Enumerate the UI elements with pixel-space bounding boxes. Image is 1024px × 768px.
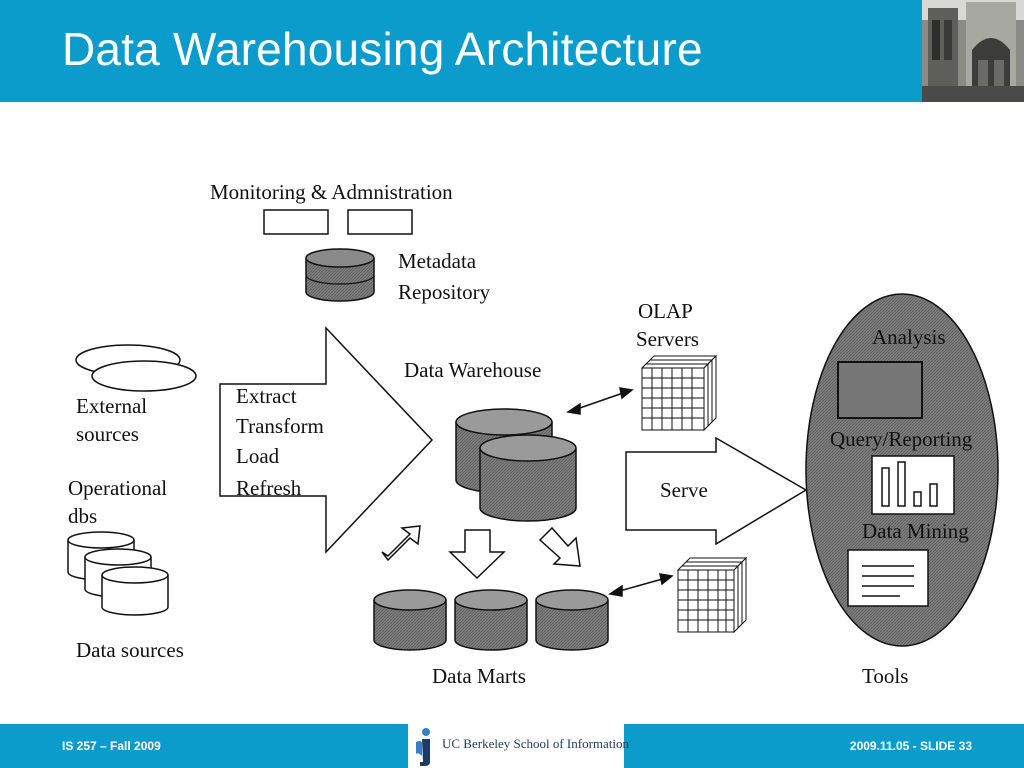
analysis-label: Analysis: [872, 325, 946, 349]
etl-refresh-label: Refresh: [236, 476, 302, 500]
mart-arrow-left-icon: [381, 525, 421, 562]
metadata-label-line2: Repository: [398, 280, 491, 304]
operational-label-line1: Operational: [68, 476, 167, 500]
ischool-logo-icon: [416, 728, 430, 766]
serve-label: Serve: [660, 478, 708, 502]
metadata-repository-cylinder-icon: [305, 248, 375, 302]
etl-extract-label: Extract: [236, 384, 297, 408]
monitoring-box-2: [347, 209, 413, 235]
monitoring-box-1: [263, 209, 329, 235]
external-sources-icon: [75, 344, 197, 392]
etl-arrow-icon: [219, 326, 434, 554]
serve-arrow-icon: [625, 436, 808, 546]
etl-transform-label: Transform: [236, 414, 324, 438]
footer-course: IS 257 – Fall 2009: [62, 739, 161, 753]
analysis-screen-icon: [837, 361, 923, 419]
olap-label-line2: Servers: [636, 327, 699, 351]
data-mart-cylinder-1-icon: [373, 589, 447, 651]
mart-arrow-center-icon: [448, 529, 506, 580]
operational-dbs-icon: [67, 531, 169, 616]
logo-text: UC Berkeley School of Information: [442, 736, 630, 751]
olap-cube-marts-icon: [676, 556, 748, 634]
data-mining-label: Data Mining: [862, 519, 969, 543]
report-document-icon: [847, 549, 929, 607]
external-label-line1: External: [76, 394, 147, 418]
slide-header: Data Warehousing Architecture: [0, 0, 1024, 102]
etl-load-label: Load: [236, 444, 280, 468]
building-photo-icon: [922, 0, 1024, 102]
marts-connection-arrow-icon: [608, 573, 674, 597]
data-mart-cylinder-2-icon: [454, 589, 528, 651]
olap-cube-icon: [640, 354, 718, 432]
external-label-line2: sources: [76, 422, 139, 446]
architecture-diagram: Monitoring & Admnistration Metadata Repo…: [67, 180, 999, 688]
mart-arrow-right-icon: [538, 526, 581, 567]
footer-slide-number: 2009.11.05 - SLIDE 33: [849, 739, 972, 753]
monitoring-label: Monitoring & Admnistration: [210, 180, 453, 204]
slide-footer: IS 257 – Fall 2009 UC Berkeley School of…: [0, 724, 1024, 768]
data-warehouse-cylinders-icon: [455, 408, 577, 522]
query-reporting-label: Query/Reporting: [830, 427, 973, 451]
bar-chart-icon: [871, 455, 955, 515]
data-mart-cylinder-3-icon: [535, 589, 609, 651]
data-marts-label: Data Marts: [432, 664, 526, 688]
tools-label: Tools: [862, 664, 908, 688]
slide-title: Data Warehousing Architecture: [62, 23, 703, 75]
olap-connection-arrow-icon: [566, 387, 634, 415]
berkeley-logo: UC Berkeley School of Information: [408, 724, 629, 768]
olap-label-line1: OLAP: [638, 299, 693, 323]
metadata-label-line1: Metadata: [398, 249, 477, 273]
operational-label-line2: dbs: [68, 504, 97, 528]
data-sources-label: Data sources: [76, 638, 184, 662]
data-warehouse-label: Data Warehouse: [404, 358, 541, 382]
